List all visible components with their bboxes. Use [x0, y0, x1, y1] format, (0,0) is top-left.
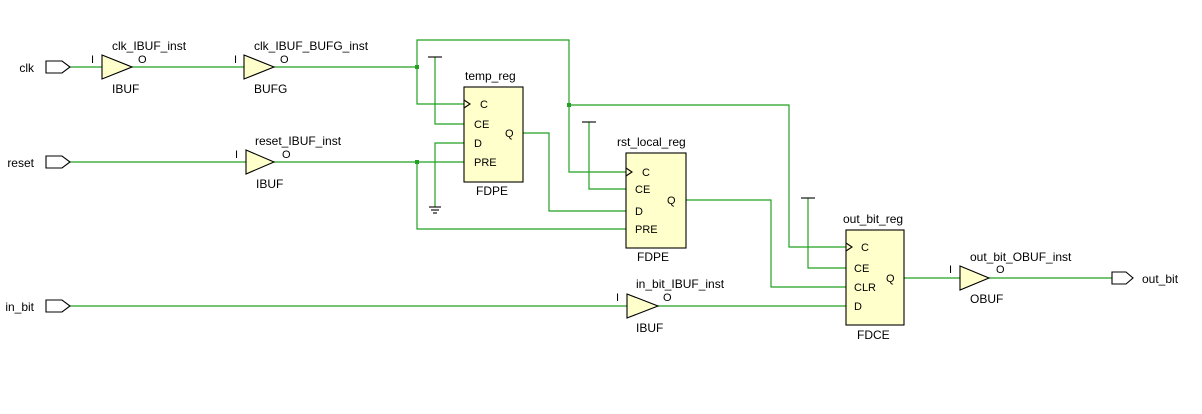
net-out-ce-vcc[interactable] — [807, 198, 846, 269]
pin-label: Q — [667, 195, 676, 207]
instance-name: temp_reg — [465, 69, 516, 83]
pin-label: Q — [505, 128, 514, 140]
instance-name: out_bit_OBUF_inst — [970, 250, 1072, 264]
port-in-bit[interactable]: in_bit — [5, 299, 71, 314]
input-port-icon — [45, 299, 71, 313]
port-clk[interactable]: clk — [19, 60, 71, 75]
instance-name: reset_IBUF_inst — [255, 134, 342, 148]
net-rst-local[interactable] — [686, 199, 846, 288]
ground-symbol — [429, 206, 441, 214]
register-box — [845, 229, 905, 326]
pin-label: I — [616, 292, 619, 304]
net-reset-ibuf-out[interactable] — [274, 161, 626, 230]
clk-bufg-cell[interactable]: clk_IBUF_BUFG_inst I O BUFG — [234, 39, 369, 96]
pin-label: CE — [635, 184, 650, 196]
pin-label: I — [235, 149, 238, 161]
pin-label: Q — [886, 273, 895, 285]
out-bit-reg-cell[interactable]: out_bit_reg C CE CLR D Q FDCE — [843, 212, 905, 342]
pin-label: O — [996, 264, 1005, 276]
pin-label: PRE — [635, 224, 658, 236]
cell-type: FDCE — [857, 328, 890, 342]
junction-dot — [415, 65, 419, 69]
cell-type: IBUF — [256, 177, 283, 191]
clk-ibuf-cell[interactable]: clk_IBUF_inst I O IBUF — [91, 39, 187, 96]
buffer-triangle-icon — [101, 54, 134, 80]
instance-name: rst_local_reg — [617, 135, 686, 149]
instance-name: in_bit_IBUF_inst — [636, 277, 725, 291]
pin-label: I — [949, 264, 952, 276]
clock-input-icon — [463, 99, 471, 109]
out-bit-obuf-cell[interactable]: out_bit_OBUF_inst I O OBUF — [949, 250, 1072, 306]
cell-type: OBUF — [970, 292, 1003, 306]
input-port-icon — [45, 155, 71, 169]
constant-symbols — [428, 56, 815, 214]
pin-label: CE — [854, 263, 869, 275]
net-temp-d-gnd[interactable] — [434, 142, 464, 207]
cell-type: BUFG — [254, 82, 287, 96]
pin-label: I — [91, 54, 94, 66]
pin-label: D — [854, 301, 862, 313]
port-reset[interactable]: reset — [7, 155, 71, 170]
buffer-triangle-icon — [243, 54, 276, 80]
clock-input-icon — [625, 167, 633, 177]
output-port-icon — [1111, 271, 1134, 285]
net-rst-ce-vcc[interactable] — [588, 122, 626, 190]
pin-label: C — [480, 99, 488, 111]
pin-label: CLR — [854, 282, 876, 294]
junction-dot — [567, 103, 571, 107]
net-temp-ce-vcc[interactable] — [434, 57, 464, 125]
port-out-bit[interactable]: out_bit — [1111, 271, 1179, 286]
instance-name: out_bit_reg — [843, 212, 903, 226]
instance-name: clk_IBUF_inst — [112, 39, 187, 53]
pin-label: D — [474, 138, 482, 150]
pin-label: C — [861, 242, 869, 254]
input-port-icon — [45, 60, 71, 74]
reset-ibuf-cell[interactable]: reset_IBUF_inst I O IBUF — [235, 134, 342, 191]
temp-reg-cell[interactable]: temp_reg C CE D PRE Q FDPE — [463, 69, 524, 198]
cell-type: FDPE — [476, 184, 508, 198]
buffer-triangle-icon — [959, 265, 991, 291]
cell-type: IBUF — [636, 321, 663, 335]
port-label: out_bit — [1142, 272, 1179, 286]
port-label: clk — [19, 61, 35, 75]
buffer-triangle-icon — [626, 293, 660, 319]
pin-label: I — [234, 54, 237, 66]
net-temp[interactable] — [523, 132, 626, 212]
pin-label: PRE — [474, 157, 497, 169]
pin-label: CE — [474, 119, 489, 131]
cell-type: FDPE — [637, 250, 669, 264]
register-box — [625, 152, 687, 249]
junction-dot — [415, 160, 419, 164]
cell-type: IBUF — [112, 82, 139, 96]
buffer-triangle-icon — [245, 149, 276, 175]
port-label: in_bit — [5, 300, 34, 314]
pin-label: O — [282, 149, 291, 161]
clock-input-icon — [845, 242, 853, 252]
net-clk-bufg[interactable] — [274, 39, 846, 248]
port-label: reset — [7, 156, 34, 170]
rst-local-reg-cell[interactable]: rst_local_reg C CE D PRE Q FDPE — [617, 135, 687, 264]
pin-label: O — [280, 54, 289, 66]
in-bit-ibuf-cell[interactable]: in_bit_IBUF_inst I O IBUF — [616, 277, 725, 335]
pin-label: D — [635, 206, 643, 218]
pin-label: O — [138, 54, 147, 66]
register-box — [463, 86, 524, 183]
pin-label: C — [642, 167, 650, 179]
pin-label: O — [663, 292, 672, 304]
instance-name: clk_IBUF_BUFG_inst — [254, 39, 369, 53]
wire-layer — [70, 39, 1112, 307]
